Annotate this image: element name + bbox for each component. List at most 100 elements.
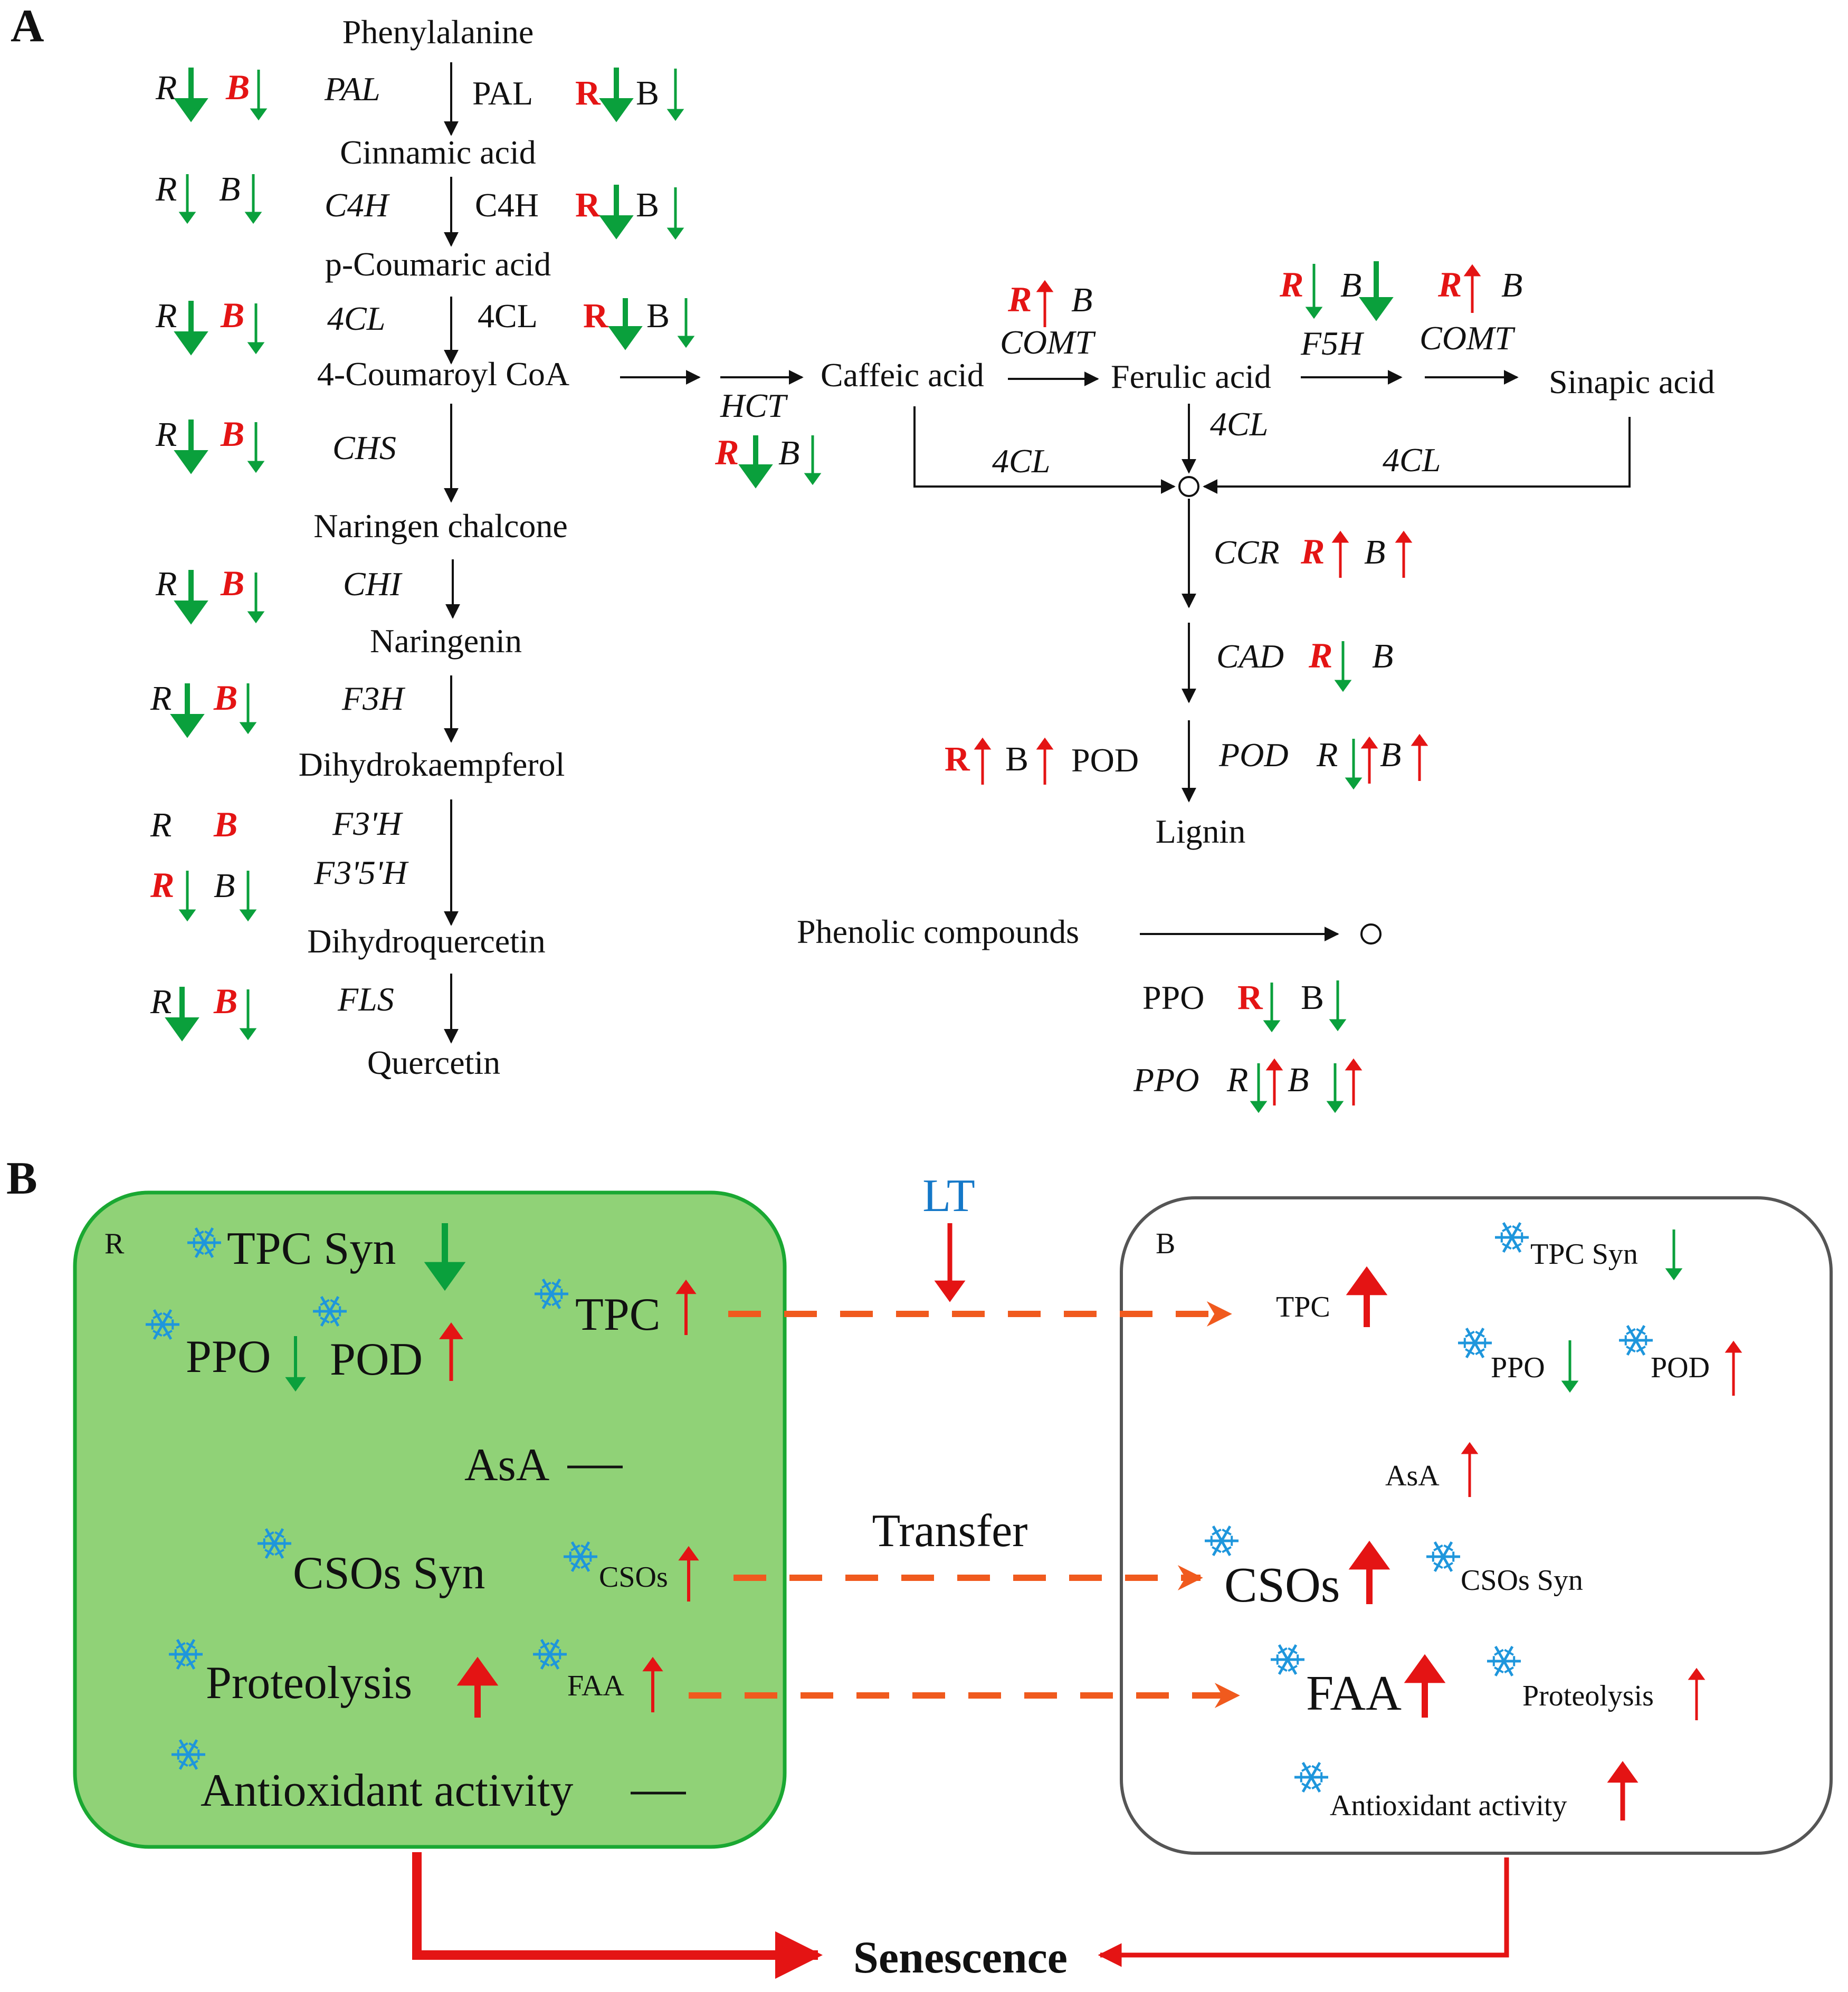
regulation-cad: R B [1308, 635, 1393, 675]
panel-a-label: A [11, 1, 44, 52]
metabolite-4-coumaroyl-coa: 4-Coumaroyl CoA [317, 355, 569, 393]
up-arrow-icon [675, 1279, 697, 1335]
up-arrow-icon [1036, 280, 1054, 327]
enzyme-pal: PAL [472, 74, 533, 112]
treatment-r-label: R [150, 865, 174, 905]
up-arrow-icon [1346, 1266, 1388, 1327]
r-faa: FAA [567, 1670, 624, 1702]
treatment-r-label: R [575, 186, 601, 224]
down-arrow-icon [244, 174, 262, 224]
treatment-b-label: B [636, 186, 659, 224]
treatment-b-label: B [1005, 740, 1028, 778]
enzyme-ppo: PPO [1142, 979, 1204, 1016]
regulation-arrows-a [165, 68, 1481, 1113]
treatment-b-label: B [1340, 266, 1361, 304]
regulation-arrows-b [285, 1223, 1742, 1821]
treatment-b-label: B [1071, 281, 1092, 319]
down-arrow-icon [1334, 641, 1352, 692]
treatment-r-label: R [1316, 736, 1338, 774]
treatment-r-label: R [1308, 635, 1332, 675]
snowflake-icon [313, 1296, 347, 1327]
treatment-r-label: R [1237, 978, 1263, 1017]
treatment-r-label: R [155, 415, 177, 454]
down-arrow-icon [599, 185, 634, 240]
treatment-b-label: B [213, 804, 237, 844]
gene-comt-2: COMT [1420, 319, 1516, 357]
down-arrow-icon [738, 435, 773, 489]
regulation-pod-gene: R B [1316, 736, 1401, 774]
down-arrow-icon [247, 422, 265, 473]
down-arrow-icon [285, 1336, 306, 1392]
snowflake-icon [146, 1309, 179, 1340]
up-arrow-icon [1688, 1667, 1706, 1720]
activity-ppo: PPO R B [1142, 978, 1324, 1017]
left-regulation-markers: R B R B R B R B R B R B R B R B [150, 67, 250, 1021]
down-arrow-icon [239, 683, 257, 735]
down-arrow-icon [178, 871, 196, 922]
down-arrow-icon [608, 298, 643, 350]
metabolite-caffeic-acid: Caffeic acid [821, 356, 984, 394]
gene-4cl-ferulic: 4CL [1210, 405, 1268, 443]
r-antioxidant: Antioxidant activity [201, 1765, 573, 1816]
gene-f3h: F3H [341, 680, 406, 717]
b-tpc: TPC [1276, 1291, 1330, 1323]
treatment-b-label: B [225, 67, 250, 107]
treatment-b-label: B [1501, 266, 1522, 304]
treatment-r-label: R [155, 69, 177, 107]
up-arrow-icon [439, 1322, 463, 1381]
treatment-r-label: R [1437, 264, 1462, 304]
treatment-b-label: B [646, 297, 670, 335]
panel-b-label: B [6, 1153, 37, 1204]
regulation-f5h: R B [1279, 264, 1361, 304]
treatment-r-label: R [155, 170, 177, 208]
treatment-b-label: B [220, 563, 244, 603]
metabolite-naringenin: Naringenin [370, 622, 522, 660]
treatment-r-label: R [1300, 531, 1325, 571]
down-arrow-icon [239, 989, 257, 1041]
gene-fls: FLS [337, 980, 394, 1018]
gene-hct: HCT [720, 387, 788, 424]
b-ppo: PPO [1491, 1351, 1545, 1384]
enzyme-c4h: C4H [475, 186, 539, 224]
down-arrow-icon [1345, 739, 1363, 790]
regulation-hct-gene: R B [715, 432, 799, 472]
box-r [73, 1190, 787, 1849]
gene-ccr: CCR [1214, 533, 1279, 571]
snowflake-icons [146, 1222, 1653, 1793]
down-arrow-icon [804, 435, 822, 485]
metabolite-ferulic-acid: Ferulic acid [1111, 358, 1271, 395]
gene-chi: CHI [343, 565, 403, 603]
transfer-label: Transfer [872, 1505, 1028, 1557]
gene-comt-1: COMT [1000, 323, 1096, 361]
b-asa: AsA [1385, 1460, 1440, 1492]
metabolite-naringen-chalcone: Naringen chalcone [313, 507, 568, 545]
snowflake-icon [1495, 1222, 1529, 1253]
treatment-r-label: R [583, 297, 609, 335]
down-arrow-icon [1359, 261, 1394, 321]
b-proteolysis: Proteolysis [1522, 1680, 1654, 1712]
treatment-b-label: B [220, 295, 244, 335]
gene-pal: PAL [324, 70, 380, 108]
treatment-r-label: R [150, 679, 172, 718]
down-arrow-icon [247, 573, 265, 624]
activity-c4h: R B [575, 186, 659, 224]
gene-ppo: PPO [1133, 1061, 1199, 1099]
snowflake-icon [1619, 1325, 1653, 1356]
down-arrow-icon [178, 174, 196, 224]
snowflake-icon [533, 1639, 567, 1670]
gene-cad: CAD [1216, 637, 1284, 675]
b-pod: POD [1651, 1351, 1710, 1384]
b-antioxidant: Antioxidant activity [1330, 1789, 1567, 1822]
treatment-r-label: R [150, 983, 172, 1021]
snowflake-icon [172, 1739, 205, 1770]
up-arrow-icon [1345, 1058, 1363, 1105]
regulation-f3prime-h-gene: R B [150, 804, 237, 844]
up-arrow-icon [456, 1656, 499, 1718]
down-arrow-icon [170, 683, 205, 738]
snowflake-icon [258, 1528, 291, 1559]
snowflake-icon [1205, 1526, 1239, 1556]
treatment-r-label: R [155, 565, 177, 603]
regulation-f3prime5prime-h-gene: R B [150, 865, 235, 905]
